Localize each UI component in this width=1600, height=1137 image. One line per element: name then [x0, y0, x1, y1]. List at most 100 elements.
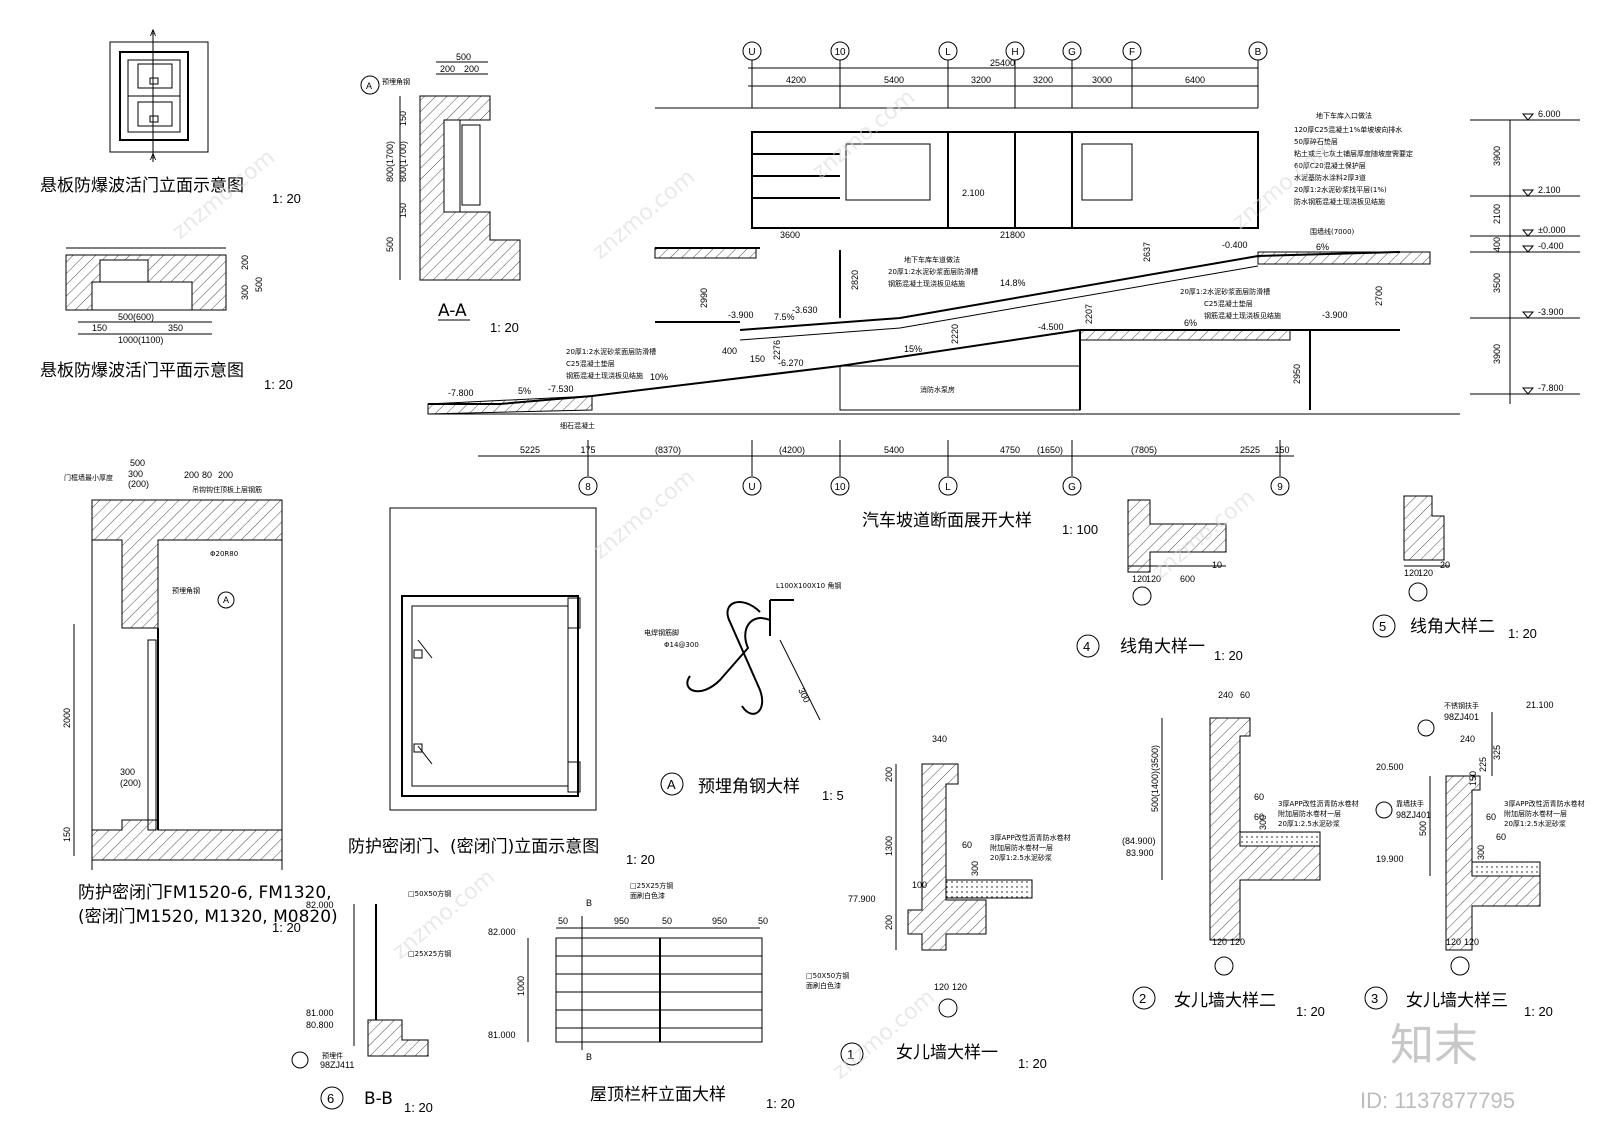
title-section-bb: B-B — [364, 1089, 393, 1109]
ramp-note-1: 120厚C25混凝土1%单坡坡向排水 — [1294, 125, 1402, 134]
railing-dim-50b: 50 — [662, 916, 672, 926]
ramp-dim-2207: 2207 — [1084, 304, 1094, 324]
ramp-note-3: 粘土或三七灰土铺层厚度随坡度需要定 — [1294, 149, 1413, 158]
pw3-ref-2: 98ZJ401 — [1396, 810, 1431, 820]
railing-note-2: 面刷白色漆 — [630, 891, 665, 900]
ramp-dim-top: 3200 — [1033, 75, 1053, 85]
hp-dim-200: 200 — [240, 255, 250, 270]
ramp-el-2100: 2.100 — [962, 188, 985, 198]
ramp-axis-top-label: G — [1068, 47, 1076, 58]
door-note-angle: 预埋角钢 — [172, 586, 200, 595]
ramp-axis-bottom-bubble — [1062, 476, 1082, 496]
level-mark — [1521, 245, 1535, 253]
pw1-dim-60: 60 — [962, 840, 972, 850]
ramp-note-lane2b: 钢筋混凝土现浇板见结施 — [1204, 311, 1281, 320]
scale-hanging-plan: 1: 20 — [264, 377, 293, 392]
level-mark — [1521, 387, 1535, 395]
ramp-axis-top-bubble — [1005, 41, 1025, 61]
title-parapet-3: 女儿墙大样三 — [1406, 991, 1508, 1011]
title-ramp: 汽车坡道断面展开大样 — [862, 511, 1032, 531]
ramp-axis-bottom-label: U — [748, 482, 755, 493]
ramp-axis-bottom-bubble — [1270, 476, 1290, 496]
scale-parapet-3: 1: 20 — [1524, 1004, 1553, 1019]
pw2-membrane-3: 20厚1:2.5水泥砂浆 — [1278, 819, 1340, 828]
ramp-level-dim: 2100 — [1492, 204, 1502, 224]
ramp-note-c25: C25混凝土垫层 — [1204, 299, 1253, 308]
ramp-dim-2637: 2637 — [1142, 242, 1152, 262]
ramp-level-dim: 3500 — [1492, 273, 1502, 293]
scale-line-corner-1: 1: 20 — [1214, 648, 1243, 663]
pw3-dim-225: 225 — [1478, 757, 1488, 772]
watermark-4: znzmo.com — [808, 85, 920, 185]
scale-door-elevation: 1: 20 — [626, 852, 655, 867]
door-dim-2000: 2000 — [62, 708, 72, 728]
title-door-elevation: 防护密闭门、(密闭门)立面示意图 — [348, 837, 599, 857]
door-section: 门框墙最小厚度 500 300 (200) 200 80 200 吊钩钩住顶板上… — [62, 458, 283, 870]
title-line-corner-1: 线角大样一 — [1120, 637, 1205, 657]
ramp-el-4500: -4.500 — [1038, 322, 1064, 332]
ramp-note-lane2c: 钢筋混凝土现浇板见结施 — [566, 371, 643, 380]
ramp-slope-6a: 6% — [1316, 242, 1329, 252]
pw3-marker: 3 — [1371, 991, 1378, 1006]
door-dim-80: 80 — [202, 470, 212, 480]
pw3-dim-500: 500 — [1418, 821, 1428, 836]
ramp-dim-2950: 2950 — [1292, 364, 1302, 384]
pw1-dim-1300: 1300 — [884, 836, 894, 856]
title-hanging-plan: 悬板防爆波活门平面示意图 — [40, 361, 244, 381]
pw3-level-c: 19.900 — [1376, 854, 1404, 864]
ramp-el-3900b: -3.900 — [1322, 310, 1348, 320]
hp-dim-300: 300 — [240, 285, 250, 300]
ramp-dim-400: 400 — [722, 346, 737, 356]
ramp-dim-bottom: (1650) — [1037, 445, 1063, 455]
line-corner-detail-2: 120 120 20 5 — [1372, 495, 1450, 638]
pw3-dim-120b: 120 — [1464, 937, 1479, 947]
ramp-level: 2.100 — [1538, 185, 1561, 195]
line-corner-detail-1: 120 120 600 10 4 — [1076, 499, 1227, 658]
title-parapet-1: 女儿墙大样一 — [896, 1043, 998, 1063]
ramp-dim-top: 5400 — [884, 75, 904, 85]
door-dim-200p: (200) — [128, 479, 149, 489]
section-bb: 82.000 81.000 80.800 □50X50方钢 □25X25方钢 预… — [291, 889, 451, 1110]
ramp-slope-6b: 6% — [1184, 318, 1197, 328]
scale-section-bb: 1: 20 — [404, 1100, 433, 1115]
ramp-axis-top-label: U — [748, 47, 755, 58]
ramp-el-7530: -7.530 — [548, 384, 574, 394]
aa-note: 预埋角钢 — [382, 77, 410, 86]
pw2-dim-60a: 60 — [1254, 792, 1264, 802]
ramp-dim-2700: 2700 — [1374, 286, 1384, 306]
ramp-dim-top: 6400 — [1185, 75, 1205, 85]
pw1-level: 77.900 — [848, 894, 876, 904]
pw2-dim-300: 300 — [1258, 815, 1268, 830]
ramp-dim-bottom: 4750 — [1000, 445, 1020, 455]
level-mark — [1521, 189, 1535, 197]
ramp-axis-bottom-label: L — [945, 482, 951, 493]
angle-note-3: Φ14@300 — [664, 641, 699, 649]
door-note-hook: 吊钩钩住顶板上层钢筋 — [192, 485, 262, 494]
title-line-corner-2: 线角大样二 — [1410, 617, 1495, 637]
title-angle-steel: 预埋角钢大样 — [698, 777, 800, 797]
image-id: ID: 1137877795 — [1360, 1088, 1515, 1113]
pw3-dim-300: 300 — [1476, 845, 1486, 860]
pw2-marker: 2 — [1139, 991, 1146, 1006]
railing-note-1: □25X25方钢 — [630, 881, 673, 890]
ramp-dim-bottom: 150 — [1274, 445, 1289, 455]
ramp-note-5: 水泥基防水涂料2厚3道 — [1294, 173, 1366, 182]
hanging-valve-plan: 200 500 300 150 500(600) 350 1000(1100) — [65, 247, 264, 345]
hp-dim-1000: 1000(1100) — [118, 335, 163, 345]
door-note-frame: 门框墙最小厚度 — [64, 473, 113, 482]
railing-dim-50c: 50 — [758, 916, 768, 926]
scale-parapet-2: 1: 20 — [1296, 1004, 1325, 1019]
lc2-dim-120a: 120 — [1404, 568, 1419, 578]
pw3-dim-325: 325 — [1492, 745, 1502, 760]
scale-section-aa: 1: 20 — [490, 320, 519, 335]
ramp-axis-bottom-bubble — [578, 476, 598, 496]
ramp-axis-bottom-bubble — [742, 476, 762, 496]
door-marker-a: A — [223, 595, 229, 605]
ramp-note-7: 防水钢筋混凝土现浇板见结施 — [1294, 197, 1385, 206]
ramp-axis-bottom-label: 8 — [585, 482, 591, 493]
ramp-dim-150: 150 — [750, 354, 765, 364]
door-dim-200c: (200) — [120, 778, 141, 788]
door-elevation — [389, 507, 597, 811]
hp-dim-350: 350 — [168, 323, 183, 333]
aa-dim-200a: 200 — [440, 64, 455, 74]
